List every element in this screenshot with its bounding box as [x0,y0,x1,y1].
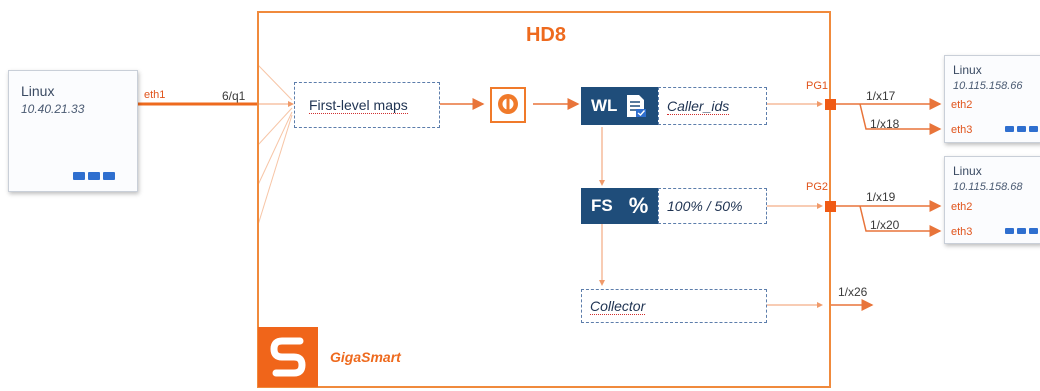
percent-icon: % [628,193,649,218]
collector-label: Collector [590,297,646,315]
sampling-rate-label: 100% / 50% [667,198,743,214]
hd8-title: HD8 [525,24,566,46]
caller-ids-box: Caller_ids [658,87,767,125]
nic-icon [1005,228,1038,234]
wl-label: WL [591,96,618,115]
host-ip: 10.115.158.66 [953,80,1023,92]
host-ip: 10.115.158.68 [953,181,1023,193]
gigasmart-label: GigaSmart [330,349,401,365]
first-level-maps-box: First-level maps [294,82,440,128]
gigasmart-logo-icon [270,337,306,377]
caller-ids-label: Caller_ids [667,97,730,115]
hd8-box: HD8 [257,11,831,388]
document-check-icon [627,95,647,117]
eth2-label: eth2 [951,99,973,111]
dest-linux-host-1: Linux 10.115.158.66 eth2 eth3 [944,55,1040,143]
sampling-rate-box: 100% / 50% [658,188,767,224]
wl-tag: WL [581,87,658,125]
pg2-marker [825,201,836,212]
collector-box: Collector [581,289,767,323]
host-title: Linux [953,164,982,178]
port-1x26-label: 1/x26 [838,285,868,299]
port-1x18-label: 1/x18 [870,117,900,131]
eth2-label: eth2 [951,201,973,213]
port-1x17-label: 1/x17 [866,89,896,103]
host-title: Linux [953,63,982,77]
host-ip: 10.40.21.33 [21,102,85,116]
port-1x20-label: 1/x20 [870,218,900,232]
ingress-port-label: 6/q1 [222,89,246,103]
fs-label: FS [591,196,613,215]
pg1-marker [825,99,836,110]
pg1-label: PG1 [806,80,829,92]
nic-icon [73,172,115,180]
eth1-label: eth1 [144,89,166,101]
pg2-label: PG2 [806,181,829,193]
host-title: Linux [21,83,55,99]
eth3-label: eth3 [951,226,973,238]
port-1x19-label: 1/x19 [866,190,896,204]
dest-linux-host-2: Linux 10.115.158.68 eth2 eth3 [944,156,1040,244]
filter-icon [490,87,526,123]
fs-tag: FS % [581,188,658,224]
nic-icon [1005,126,1038,132]
eth3-label: eth3 [951,124,973,136]
gigasmart-logo [258,327,318,387]
source-linux-host: Linux 10.40.21.33 [8,70,138,192]
first-level-maps-label: First-level maps [309,96,408,114]
